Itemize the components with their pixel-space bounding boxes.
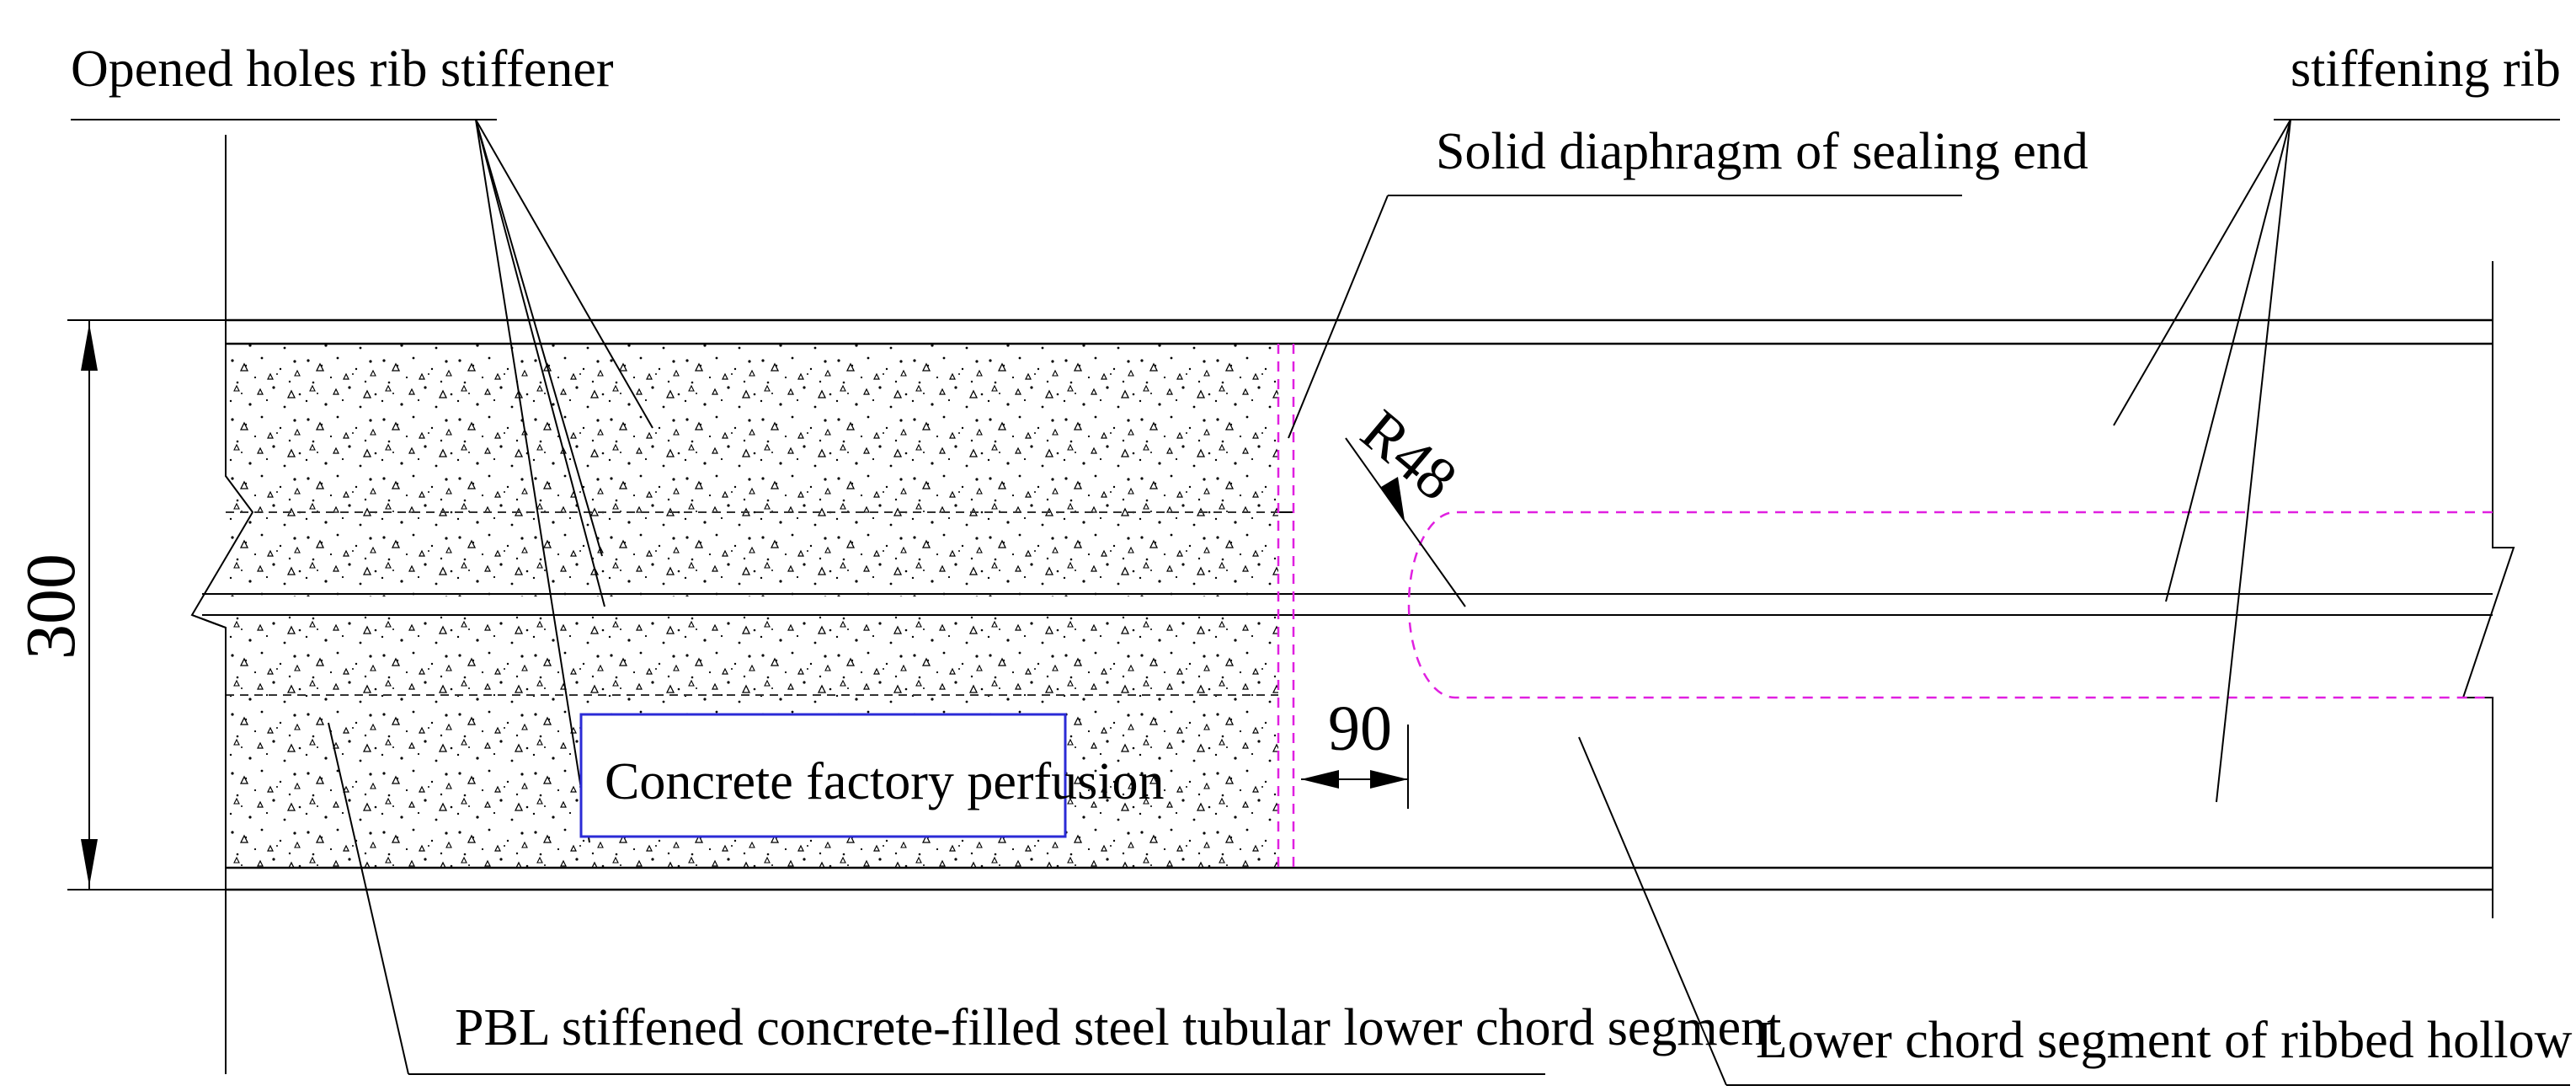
solid-diaphragm-leader	[1288, 195, 1962, 439]
opened-holes-leaders	[71, 119, 653, 843]
hollow-segment-leader	[1578, 736, 2570, 1086]
height-dimension-label: 300	[12, 554, 90, 660]
radius-label: R48	[1349, 397, 1469, 513]
concrete-perfusion-label: Concrete factory perfusion	[605, 753, 1165, 810]
pbl-segment-label: PBL stiffened concrete-filled steel tubu…	[455, 999, 1781, 1056]
sealing-diaphragm	[1277, 344, 1295, 868]
offset-dimension-label: 90	[1328, 693, 1392, 764]
right-break-line	[2461, 261, 2515, 918]
height-dimension	[67, 319, 226, 890]
opened-holes-label: Opened holes rib stiffener	[71, 40, 614, 98]
solid-diaphragm-label: Solid diaphragm of sealing end	[1436, 123, 2088, 180]
radius-leader	[1345, 437, 1466, 607]
pbl-segment-leader	[328, 722, 1545, 1075]
stiffening-rib-leaders	[2113, 119, 2560, 803]
hollow-segment-label: Lower chord segment of ribbed hollow ste…	[1756, 1012, 2576, 1069]
concrete-perfusion-box	[579, 713, 1067, 838]
offset-dimension	[1301, 725, 1409, 809]
concrete-fill-upper	[226, 344, 1278, 596]
rib-opening-outline	[1407, 511, 2493, 699]
left-break-line	[190, 135, 254, 1074]
stiffening-rib-label: stiffening rib	[2291, 40, 2561, 98]
